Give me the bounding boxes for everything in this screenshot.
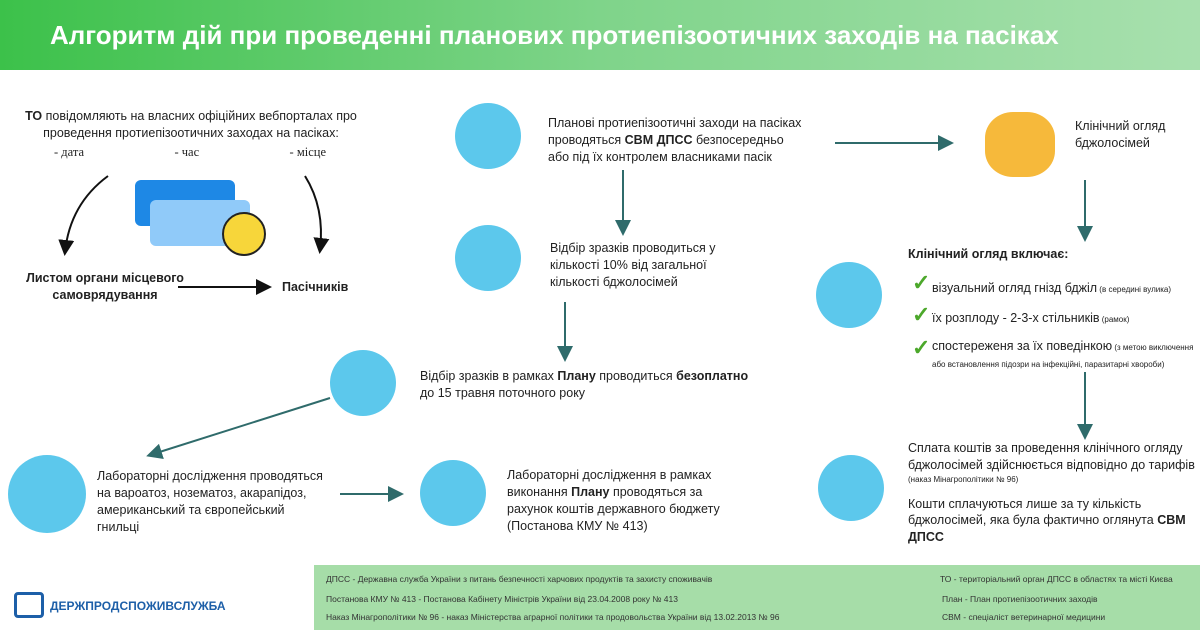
check-icon: ✓ (912, 302, 931, 327)
letter-label: Листом органи місцевого самоврядування (26, 271, 184, 302)
bee-icon (222, 212, 266, 256)
lab-budget: Лабораторні дослідження в рамках виконан… (507, 468, 720, 533)
flask-icon (455, 225, 521, 291)
item-place: - місце (289, 144, 326, 159)
item-time: - час (174, 144, 200, 159)
check-icon: ✓ (912, 270, 931, 295)
payment-scope: Кошти сплачуються лише за ту кількість б… (908, 496, 1186, 545)
check-item: їх розплоду - 2-3-х стільників (рамок) (932, 311, 1130, 325)
vet-icon (455, 103, 521, 169)
step-planned: Планові протиепізоотичні заходи на пасік… (548, 116, 802, 164)
glossary-item: ТО - територіальний орган ДПСС в областя… (940, 574, 1173, 584)
document-icon (420, 460, 486, 526)
includes-heading: Клінічний огляд включає: (908, 247, 1069, 261)
item-date: - дата (54, 144, 85, 159)
glossary-item: Постанова КМУ № 413 - Постанова Кабінету… (326, 594, 678, 604)
virus-icon (8, 455, 86, 533)
glossary-item: План - План протиепізоотичних заходів (942, 594, 1098, 604)
logo-icon (14, 592, 44, 618)
arrow (146, 397, 331, 460)
first-aid-icon (816, 262, 882, 328)
arrow (58, 175, 109, 256)
page-title: Алгоритм дій при проведенні планових про… (50, 20, 1059, 50)
payment-note: (наказ Мінагрополітики № 96) (908, 474, 1019, 484)
payment-block: Сплата коштів за проведення клінічного о… (908, 440, 1198, 546)
glossary-footer: ДПСС - Державна служба України з питань … (314, 565, 1200, 630)
check-item: візуальний огляд гнізд бджіл (в середині… (932, 281, 1171, 295)
lab-tests: Лабораторні дослідження проводяться на в… (97, 469, 323, 534)
bee-icon (985, 112, 1055, 177)
notification-items: - дата - час - місце (6, 142, 376, 161)
beekeepers-label: Пасічників (282, 280, 349, 294)
checklist-icon (330, 350, 396, 416)
logo-text: ДЕРЖПРОДСПОЖИВСЛУЖБА (50, 599, 226, 613)
notification-text: ТО повідомляють на власних офіційних веб… (25, 109, 357, 140)
payment-text: Сплата коштів за проведення клінічного о… (908, 441, 1195, 472)
check-icon: ✓ (912, 335, 931, 360)
glossary-item: Наказ Мінагрополітики № 96 - наказ Мініс… (326, 612, 780, 622)
check-item: спостереженя за їх поведінкою (з метою в… (932, 339, 1194, 369)
money-icon (818, 455, 884, 521)
step-free-sampling: Відбір зразків в рамках Плану проводитьс… (420, 369, 749, 400)
step-sampling: Відбір зразків проводиться у кількості 1… (550, 241, 716, 289)
header-banner (0, 0, 1200, 70)
arrow (304, 175, 330, 254)
glossary-item: ДПСС - Державна служба України з питань … (326, 574, 713, 584)
clinical-exam: Клінічний огляд бджолосімей (1075, 119, 1166, 150)
notification-block: ТО повідомляють на власних офіційних веб… (6, 108, 376, 161)
glossary-item: СВМ - спеціаліст ветеринарної медицини (942, 612, 1106, 622)
